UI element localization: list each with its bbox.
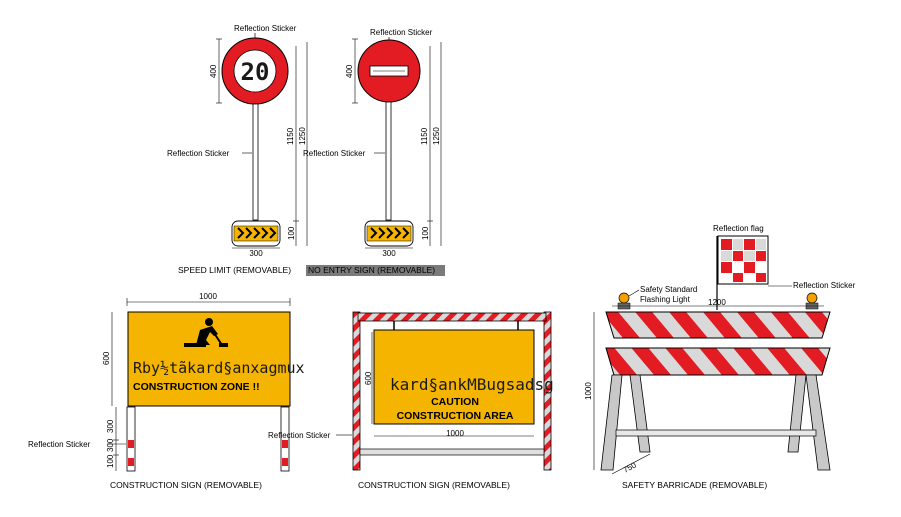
barricade-dim-height: 1000 xyxy=(584,382,593,400)
noentry-caption: NO ENTRY SIGN (REMOVABLE) xyxy=(308,265,435,275)
cs2-leg-label: Reflection Sticker xyxy=(268,431,331,440)
cs2-dim-width: 1000 xyxy=(446,429,464,438)
cs1-leg-label: Reflection Sticker xyxy=(28,440,91,449)
no-entry-sign: Reflection Sticker 400 Reflection Sticke… xyxy=(303,28,445,276)
cs2-text-line2: CONSTRUCTION AREA xyxy=(397,410,514,422)
flashing-light-icon-2 xyxy=(806,292,818,304)
cs1-caption: CONSTRUCTION SIGN (REMOVABLE) xyxy=(110,480,262,490)
flashing-light-icon xyxy=(618,292,630,304)
construction-sign-1: 1000 600 Rby½tãkard§anxagmux CONSTRUCTIO… xyxy=(28,292,305,490)
speed-caption: SPEED LIMIT (REMOVABLE) xyxy=(178,265,291,275)
cs1-dim-height: 600 xyxy=(102,351,111,365)
cs2-overlay-text: kard§ankMBugsadsg xyxy=(390,375,554,394)
safety-barricade: Reflection flag Safety Standard Flashing… xyxy=(584,224,856,490)
speed-dim-base-w: 300 xyxy=(249,249,263,258)
cs1-text: CONSTRUCTION ZONE !! xyxy=(133,381,260,393)
barricade-flag-label: Reflection flag xyxy=(713,224,764,233)
barricade-light-label-2: Flashing Light xyxy=(640,295,691,304)
cs2-dim-height: 600 xyxy=(364,371,373,385)
cs1-overlay-text: Rby½tãkard§anxagmux xyxy=(133,359,305,377)
noentry-dim-base-w: 300 xyxy=(382,249,396,258)
barricade-mid-bar xyxy=(605,347,831,376)
cs1-dim-leg-3: 100 xyxy=(106,454,115,468)
barricade-dim-width: 1200 xyxy=(708,298,726,307)
barricade-top-bar xyxy=(605,311,831,339)
construction-sign-2: kard§ankMBugsadsg 600 CAUTION CONSTRUCTI… xyxy=(268,311,554,490)
noentry-top-label: Reflection Sticker xyxy=(370,28,433,37)
speed-top-label: Reflection Sticker xyxy=(234,24,297,33)
cs2-caption: CONSTRUCTION SIGN (REMOVABLE) xyxy=(358,480,510,490)
speed-dim-pole: 1150 xyxy=(286,127,295,145)
barricade-sticker-label: Reflection Sticker xyxy=(793,281,856,290)
speed-pole-label: Reflection Sticker xyxy=(167,149,230,158)
barricade-dim-depth: 750 xyxy=(622,460,638,474)
speed-limit-sign: Reflection Sticker 20 400 Reflection Sti… xyxy=(167,24,308,275)
noentry-dim-dia: 400 xyxy=(345,64,354,78)
cs2-text-line1: CAUTION xyxy=(431,396,479,408)
worker-icon xyxy=(184,318,228,347)
noentry-dim-pole: 1150 xyxy=(420,127,429,145)
speed-dim-dia: 400 xyxy=(209,64,218,78)
cs1-dim-leg-1: 300 xyxy=(106,419,115,433)
cs1-dim-leg-2: 300 xyxy=(106,438,115,452)
noentry-dim-total: 1250 xyxy=(432,127,441,145)
speed-dim-base-h: 100 xyxy=(287,226,296,240)
reflection-flag xyxy=(721,239,766,282)
noentry-dim-base-h: 100 xyxy=(421,226,430,240)
speed-value: 20 xyxy=(241,58,270,86)
noentry-pole-label: Reflection Sticker xyxy=(303,149,366,158)
barricade-caption: SAFETY BARRICADE (REMOVABLE) xyxy=(622,480,767,490)
speed-dim-total: 1250 xyxy=(298,127,307,145)
barricade-light-label-1: Safety Standard xyxy=(640,285,697,294)
cs1-dim-width: 1000 xyxy=(199,292,217,301)
